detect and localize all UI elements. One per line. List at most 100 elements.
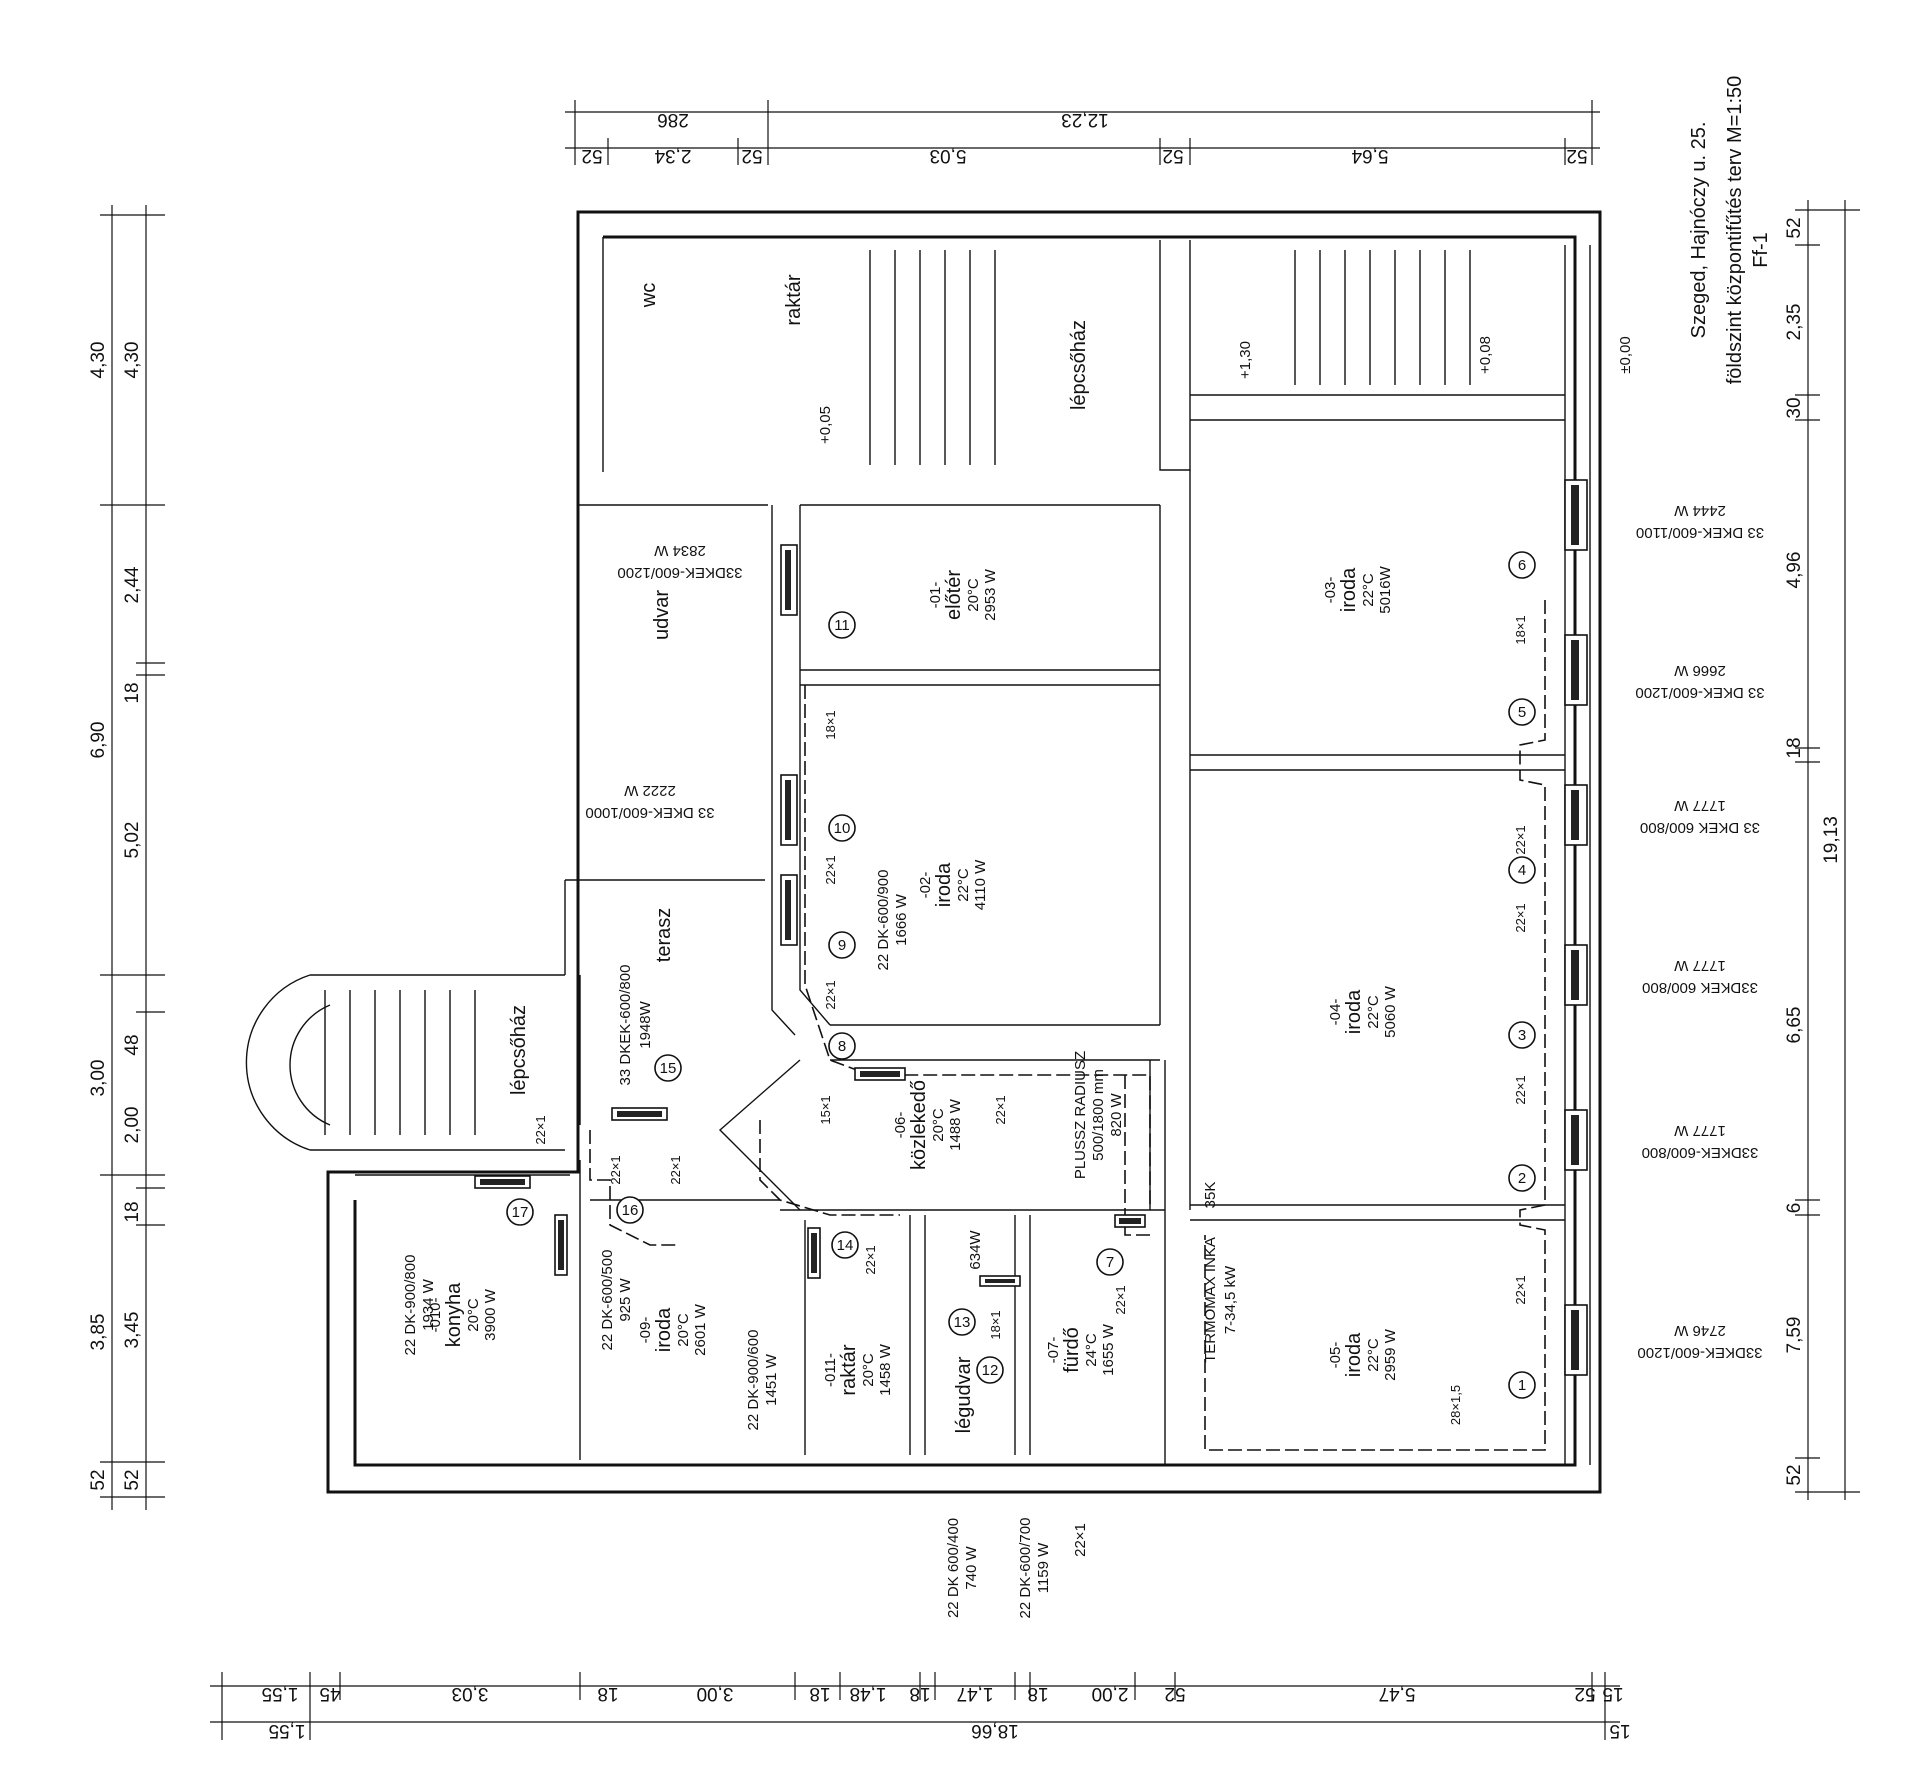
dim-left-244: 2,44 — [122, 566, 143, 603]
rad-r10-type: 33 DKEK-600/1000 — [585, 804, 714, 821]
room-010-num: -010- — [427, 1297, 444, 1332]
room-07-temp: 24°C — [1083, 1333, 1100, 1367]
pipe-p11: 15×1 — [818, 1095, 833, 1124]
rad-r1-type: 33DKEK-600/1200 — [1637, 1344, 1762, 1361]
label-plussz: PLUSSZ RADIUSZ — [1072, 1051, 1089, 1179]
circle-13: 13 — [954, 1314, 971, 1331]
pipe-p7: 22×1 — [823, 855, 838, 884]
label-udvar: udvar — [651, 590, 673, 640]
room-010: -010- konyha 20°C 3900 W — [427, 1282, 499, 1347]
pipe-p2: 22×1 — [1513, 825, 1528, 854]
rad-r3-type: 33DKEK 600/800 — [1642, 979, 1758, 996]
room-04-name: iroda — [1343, 989, 1365, 1034]
rad-r10-power: 2222 W — [623, 782, 676, 799]
pipe-p5: 22×1 — [1513, 1275, 1528, 1304]
rad-r15-type: 33 DKEK-600/800 — [617, 965, 634, 1086]
pipe-p6: 18×1 — [823, 710, 838, 739]
dim-bot-45: 45 — [319, 1683, 340, 1704]
label-lepcsohaz-top: lépcsőház — [1068, 320, 1090, 410]
room-01-name: előtér — [943, 570, 965, 620]
circle-14: 14 — [837, 1237, 854, 1254]
dim-bot-155a: 1,55 — [262, 1683, 299, 1704]
rad-634-power: 634W — [967, 1230, 984, 1270]
rad-r4-type: 33 DKEK 600/800 — [1640, 819, 1760, 836]
room-09-name: iroda — [653, 1307, 675, 1352]
pipe-labels: 18×1 22×1 22×1 22×1 22×1 18×1 22×1 28×1,… — [533, 615, 1528, 1557]
rad-r5-type: 33 DKEK-600/1200 — [1635, 684, 1764, 701]
dim-right-1913: 19,13 — [1821, 816, 1842, 864]
dim-bot-15b: 15 — [1609, 1720, 1630, 1741]
rad-r2-type: 33DKEK-600/800 — [1642, 1144, 1759, 1161]
dim-bot-18a: 18 — [1027, 1683, 1048, 1704]
label-termomax-kw: 7-34,5 kW — [1222, 1265, 1239, 1334]
room-01-power: 2953 W — [982, 568, 999, 621]
pipe-p3: 22×1 — [1513, 903, 1528, 932]
circle-7: 7 — [1106, 1254, 1114, 1271]
pipe-p4: 22×1 — [1513, 1075, 1528, 1104]
room-09-temp: 20°C — [675, 1313, 692, 1347]
dim-bot-147: 1,47 — [957, 1683, 994, 1704]
rad-r14-power: 1451 W — [763, 1353, 780, 1406]
dim-top-52d: 52 — [1566, 145, 1587, 166]
rad-r6-type: 33 DKEK-600/1100 — [1636, 524, 1764, 541]
pipe-p17: 22×1 — [1113, 1285, 1128, 1314]
room-03-name: iroda — [1338, 567, 1360, 612]
label-plussz-size: 500/1800 mm — [1090, 1069, 1107, 1161]
dim-left-385: 3,85 — [88, 1314, 109, 1351]
room-05-num: -05- — [1327, 1342, 1344, 1369]
rad-r13-type: 22 DK-600/700 — [1017, 1518, 1034, 1619]
room-02-name: iroda — [933, 862, 955, 907]
level-008: +0,08 — [1477, 336, 1494, 374]
rad-r16-power: 925 W — [617, 1277, 634, 1321]
dim-bot-200: 2,00 — [1092, 1683, 1129, 1704]
circle-11: 11 — [834, 617, 850, 634]
pipe-p9: 22×1 — [823, 980, 838, 1009]
dim-right-496: 4,96 — [1784, 552, 1805, 589]
dim-top-286: 286 — [657, 109, 689, 130]
dim-left-18b: 18 — [122, 1201, 143, 1222]
room-09: -09- iroda 20°C 2601 W — [637, 1303, 709, 1356]
rad-r14-type: 22 DK-900/600 — [745, 1330, 762, 1431]
room-05-temp: 22°C — [1365, 1338, 1382, 1372]
rad-udvar-power: 2834 W — [653, 542, 706, 559]
dimension-bottom: 15 52 5,47 52 2,00 18 1,47 18 1,48 18 3,… — [210, 1672, 1631, 1741]
dimension-top: 286 12,23 52 2,34 52 5,03 52 5,64 52 — [565, 100, 1600, 166]
room-011-name: raktár — [838, 1344, 860, 1395]
pipe-p8: 28×1,5 — [1448, 1385, 1463, 1425]
level-130: +1,30 — [1237, 341, 1254, 379]
pipe-p13: 22×1 — [533, 1115, 548, 1144]
radiator-circles: 1 2 3 4 5 6 7 8 9 10 11 12 13 14 15 16 1… — [506, 551, 1536, 1399]
label-plussz-w: 820 W — [1108, 1092, 1125, 1136]
pipe-p10: 22×1 — [993, 1095, 1008, 1124]
heating-pipes — [589, 600, 1546, 1451]
room-05: -05- iroda 22°C 2959 W — [1327, 1328, 1399, 1381]
rad-r2-power: 1777 W — [1673, 1122, 1726, 1139]
dim-bot-52b: 52 — [1164, 1683, 1185, 1704]
pipe-p12: 22×1 — [668, 1155, 683, 1184]
dim-right-18: 18 — [1784, 737, 1805, 758]
dim-left-18a: 18 — [122, 682, 143, 703]
rad-r5-power: 2666 W — [1673, 662, 1726, 679]
room-011-num: -011- — [822, 1353, 839, 1387]
circle-6: 6 — [1518, 557, 1526, 574]
rad-r15-power: 1948W — [637, 1000, 654, 1048]
room-01-num: -01- — [927, 582, 944, 609]
dim-top-234: 2,34 — [654, 145, 691, 166]
circle-16: 16 — [622, 1202, 639, 1219]
rad-udvar-type: 33DKEK-600/1200 — [617, 564, 742, 581]
circle-9: 9 — [838, 937, 846, 954]
circle-2: 2 — [1518, 1170, 1526, 1187]
room-06-name: közlekedő — [908, 1080, 930, 1170]
dim-bot-303: 3,03 — [452, 1683, 489, 1704]
rad-r4-power: 1777 W — [1673, 797, 1726, 814]
room-07-name: fürdő — [1061, 1327, 1083, 1373]
level-005: +0,05 — [817, 406, 834, 444]
label-lepcsohaz-left: lépcsőház — [508, 1005, 530, 1095]
level-000: ±0,00 — [1617, 336, 1634, 373]
label-termomax: TERMOMAX INKA — [1202, 1237, 1219, 1363]
rad-r17-type: 22 DK-900/800 — [402, 1255, 419, 1356]
room-011: -011- raktár 20°C 1458 W — [822, 1343, 894, 1396]
room-06-temp: 20°C — [930, 1108, 947, 1142]
room-06-num: -06- — [892, 1112, 909, 1139]
